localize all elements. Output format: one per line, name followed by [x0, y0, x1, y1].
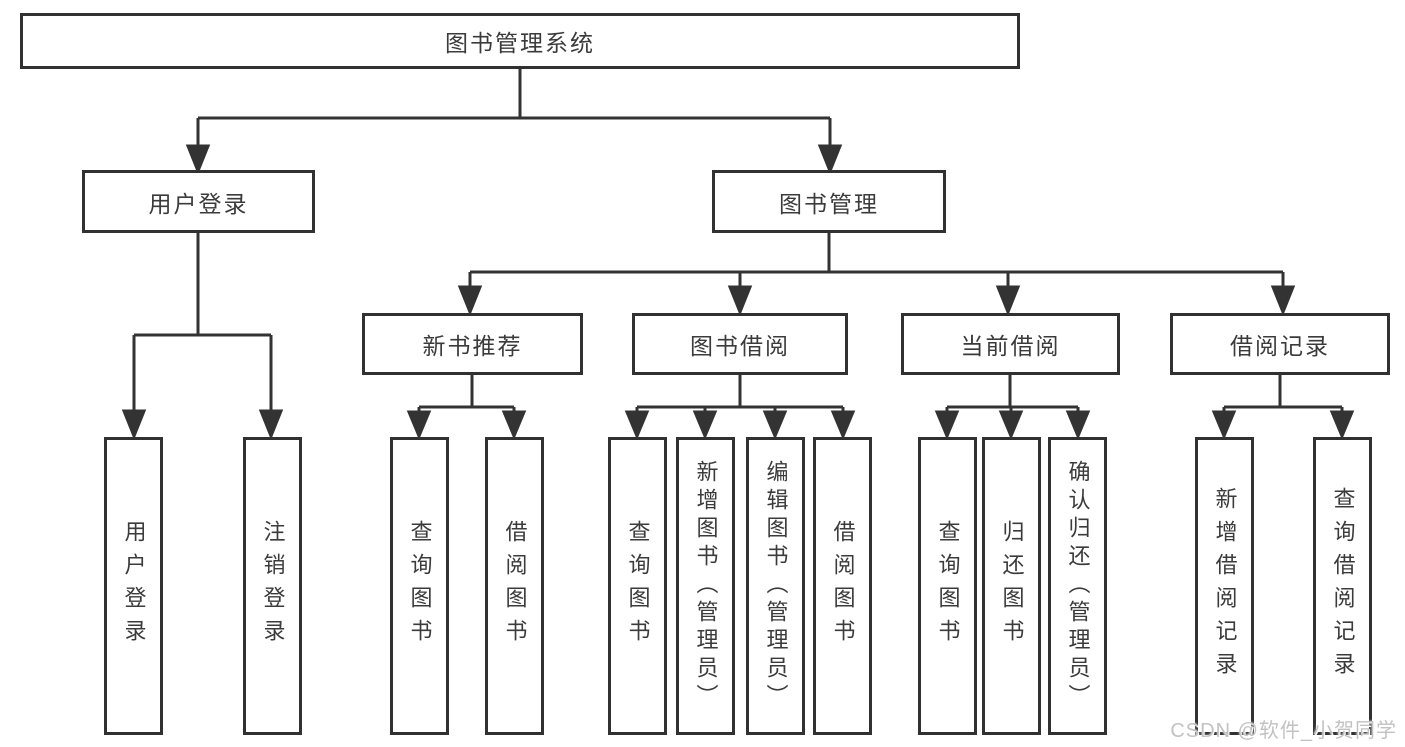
leaf-current-confirm-return-admin-label: 确认归还（管理员） — [1065, 460, 1091, 712]
arrowhead — [624, 410, 650, 440]
arrowhead — [406, 410, 432, 440]
arrowhead — [998, 410, 1024, 440]
leaf-newbook-query-book-label: 查询图书 — [407, 520, 433, 652]
arrowhead — [501, 410, 527, 440]
leaf-current-return-book-label: 归还图书 — [999, 520, 1025, 652]
node-book-borrow-label: 图书借阅 — [690, 333, 790, 359]
connector-current-borrow-branch — [934, 375, 1091, 440]
leaf-borrow-edit-book-admin-label: 编辑图书（管理员） — [763, 460, 789, 712]
node-book-management: 图书管理 — [712, 170, 946, 233]
arrowhead — [995, 285, 1021, 317]
connector-user-login-branch — [121, 233, 284, 441]
arrowhead — [830, 410, 856, 440]
node-book-management-label: 图书管理 — [779, 190, 879, 217]
node-root-system-label: 图书管理系统 — [445, 30, 595, 56]
csdn-watermark: CSDN @软件_小贺同学 — [1170, 720, 1397, 742]
arrowhead — [727, 285, 753, 317]
leaf-records-query-record-label: 查询借阅记录 — [1330, 487, 1356, 685]
leaf-records-query-record: 查询借阅记录 — [1313, 437, 1372, 735]
arrowhead — [1065, 410, 1091, 440]
node-user-login: 用户登录 — [82, 170, 315, 233]
leaf-current-query-book: 查询图书 — [918, 437, 977, 735]
node-root-system: 图书管理系统 — [20, 13, 1020, 69]
node-borrow-records: 借阅记录 — [1170, 313, 1390, 375]
arrowhead — [762, 410, 788, 440]
connector-borrow-records-branch — [1211, 375, 1355, 440]
leaf-borrow-edit-book-admin: 编辑图书（管理员） — [746, 437, 805, 735]
connector-root-to-level1 — [185, 69, 843, 176]
leaf-logout-label: 注销登录 — [260, 520, 286, 652]
node-new-book-recommend-label: 新书推荐 — [422, 333, 523, 359]
arrowhead — [457, 285, 483, 317]
arrowhead — [121, 409, 147, 441]
arrowhead — [1329, 410, 1355, 440]
node-book-borrow: 图书借阅 — [632, 313, 848, 375]
leaf-borrow-borrow-book-label: 借阅图书 — [830, 520, 856, 652]
arrowhead — [817, 144, 843, 176]
leaf-borrow-add-book-admin-label: 新增图书（管理员） — [693, 460, 719, 712]
node-current-borrow-label: 当前借阅 — [960, 333, 1061, 359]
leaf-borrow-query-book-label: 查询图书 — [625, 520, 651, 652]
leaf-current-confirm-return-admin: 确认归还（管理员） — [1048, 437, 1107, 735]
leaf-newbook-borrow-book: 借阅图书 — [485, 437, 544, 735]
node-borrow-records-label: 借阅记录 — [1230, 333, 1330, 359]
leaf-current-return-book: 归还图书 — [982, 437, 1041, 735]
leaf-borrow-query-book: 查询图书 — [608, 437, 667, 735]
arrowhead — [692, 410, 718, 440]
node-new-book-recommend: 新书推荐 — [362, 313, 583, 375]
leaf-logout: 注销登录 — [243, 437, 302, 735]
node-user-login-label: 用户登录 — [148, 190, 249, 217]
connector-new-book-branch — [406, 375, 527, 440]
connector-book-management-branch — [457, 233, 1296, 317]
leaf-records-add-record: 新增借阅记录 — [1195, 437, 1254, 735]
connector-book-borrow-branch — [624, 375, 856, 440]
arrowhead — [1270, 285, 1296, 317]
leaf-borrow-borrow-book: 借阅图书 — [813, 437, 872, 735]
arrowhead — [185, 144, 211, 176]
leaf-borrow-add-book-admin: 新增图书（管理员） — [676, 437, 735, 735]
arrowhead — [934, 410, 960, 440]
leaf-newbook-borrow-book-label: 借阅图书 — [502, 520, 528, 652]
leaf-user-login-label: 用户登录 — [121, 520, 147, 652]
leaf-newbook-query-book: 查询图书 — [390, 437, 449, 735]
leaf-current-query-book-label: 查询图书 — [935, 520, 961, 652]
arrowhead — [1211, 410, 1237, 440]
leaf-records-add-record-label: 新增借阅记录 — [1212, 487, 1238, 685]
node-current-borrow: 当前借阅 — [901, 313, 1120, 375]
arrowhead — [258, 409, 284, 441]
leaf-user-login: 用户登录 — [104, 437, 163, 735]
